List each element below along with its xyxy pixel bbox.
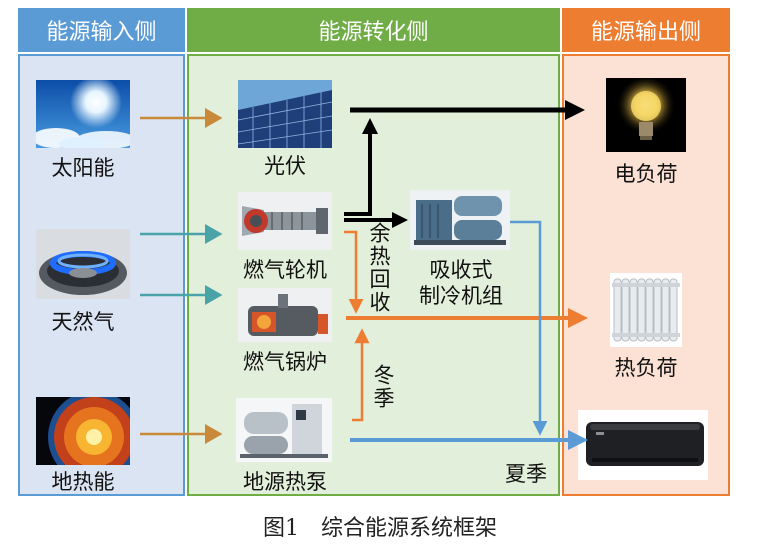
gas-turbine-label: 燃气轮机 <box>243 258 327 282</box>
gas-boiler-image <box>238 288 332 342</box>
geothermal-label: 地热能 <box>51 470 115 494</box>
input-side-header: 能源输入侧 <box>18 8 185 52</box>
summer-label: 夏季 <box>505 462 547 486</box>
waste-heat-recovery-arrow <box>344 230 364 314</box>
figure-caption: 图1 综合能源系统框架 <box>263 516 497 541</box>
gas-turbine-image <box>238 192 332 250</box>
photovoltaic-image <box>238 80 332 148</box>
electric-load-label: 电负荷 <box>614 162 678 186</box>
air-conditioner-image <box>578 410 708 480</box>
solar-label: 太阳能 <box>51 156 115 180</box>
chiller-to-cooling-arrow <box>510 220 548 436</box>
gas-boiler-label: 燃气锅炉 <box>243 350 327 374</box>
winter-label: 冬季 <box>371 364 395 410</box>
heat-pump-label: 地源热泵 <box>243 470 327 494</box>
chiller-label-line2: 制冷机组 <box>419 284 503 308</box>
radiator-image <box>610 273 682 347</box>
natural-gas-label: 天然气 <box>51 310 115 334</box>
conversion-side-header: 能源转化侧 <box>187 8 560 52</box>
output-side-header: 能源输出侧 <box>562 8 730 52</box>
chiller-label-line1: 吸收式 <box>429 258 493 282</box>
geothermal-image <box>36 397 130 465</box>
pv-label: 光伏 <box>264 154 306 178</box>
turbine-electric-riser <box>344 118 378 216</box>
winter-heatpump-arrow <box>352 328 370 422</box>
solar-image <box>36 80 130 148</box>
natural-gas-image <box>36 229 130 299</box>
output-side-title: 能源输出侧 <box>590 20 701 45</box>
light-bulb-image <box>606 78 686 152</box>
absorption-chiller-image <box>410 190 510 250</box>
waste-heat-recovery-label: 余热回收 <box>367 222 391 314</box>
heat-load-label: 热负荷 <box>614 356 678 380</box>
input-side-title: 能源输入侧 <box>46 20 157 45</box>
conversion-side-title: 能源转化侧 <box>318 20 429 45</box>
ground-source-heat-pump-image <box>236 398 332 462</box>
